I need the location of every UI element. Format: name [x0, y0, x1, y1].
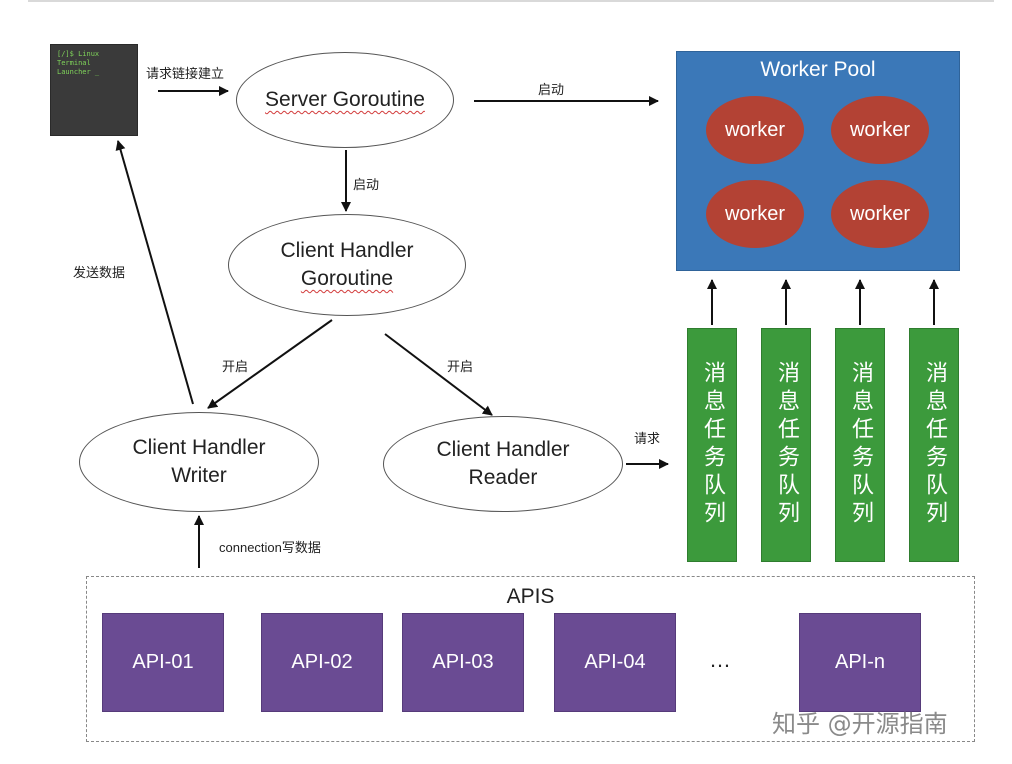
arrow-handler-to-reader: [384, 333, 493, 416]
client-handler-goroutine-node: Client Handler Goroutine: [228, 214, 466, 316]
label-connection-write: connection写数据: [219, 540, 321, 555]
arrow-writer-to-terminal: [115, 140, 194, 405]
message-queue-2: 消息任务队列: [761, 328, 811, 562]
message-queue-2-label: 消息任务队列: [774, 361, 799, 529]
message-queue-3: 消息任务队列: [835, 328, 885, 562]
server-goroutine-label: Server Goroutine: [265, 88, 425, 111]
worker-3: worker: [706, 180, 804, 248]
api-n-box: API-n: [799, 613, 921, 712]
worker-4: worker: [831, 180, 929, 248]
apis-ellipsis: …: [709, 647, 734, 672]
client-handler-writer-node: Client Handler Writer: [79, 412, 319, 512]
apis-group: APIS API-01 API-02 API-03 API-04 … API-n: [86, 576, 975, 742]
worker-1: worker: [706, 96, 804, 164]
label-start-handler: 启动: [353, 177, 380, 192]
message-queue-3-label: 消息任务队列: [848, 361, 873, 529]
worker-2: worker: [831, 96, 929, 164]
message-queue-4-label: 消息任务队列: [922, 361, 947, 529]
apis-title: APIS: [506, 585, 555, 608]
api-03-box: API-03: [402, 613, 524, 712]
server-goroutine-node: Server Goroutine: [236, 52, 454, 148]
terminal-icon: [/]$ Linux Terminal Launcher _: [50, 44, 138, 136]
api-04-box: API-04: [554, 613, 676, 712]
zhihu-watermark: 知乎 @开源指南: [772, 710, 948, 738]
api-01-box: API-01: [102, 613, 224, 712]
label-start-pool: 启动: [538, 82, 565, 97]
client-handler-reader-node: Client Handler Reader: [383, 416, 623, 512]
label-send-data: 发送数据: [73, 265, 126, 280]
client-handler-reader-line1: Client Handler: [436, 438, 570, 461]
label-request-connection: 请求链接建立: [146, 66, 225, 81]
arrow-handler-to-writer: [207, 319, 333, 409]
client-handler-goroutine-line2: Goroutine: [300, 267, 394, 290]
label-open-writer: 开启: [222, 359, 249, 374]
api-02-box: API-02: [261, 613, 383, 712]
client-handler-goroutine-line1: Client Handler: [280, 239, 414, 262]
terminal-text: [/]$ Linux Terminal Launcher _: [57, 50, 100, 76]
client-handler-writer-line2: Writer: [171, 464, 227, 487]
worker-pool-title: Worker Pool: [760, 58, 876, 81]
client-handler-writer-line1: Client Handler: [132, 436, 266, 459]
message-queue-1-label: 消息任务队列: [700, 361, 725, 529]
message-queue-4: 消息任务队列: [909, 328, 959, 562]
worker-pool: Worker Pool worker worker worker worker: [676, 51, 960, 271]
label-open-reader: 开启: [447, 359, 474, 374]
top-divider: [28, 0, 994, 2]
message-queue-1: 消息任务队列: [687, 328, 737, 562]
client-handler-reader-line2: Reader: [468, 466, 538, 489]
label-request: 请求: [634, 431, 661, 446]
